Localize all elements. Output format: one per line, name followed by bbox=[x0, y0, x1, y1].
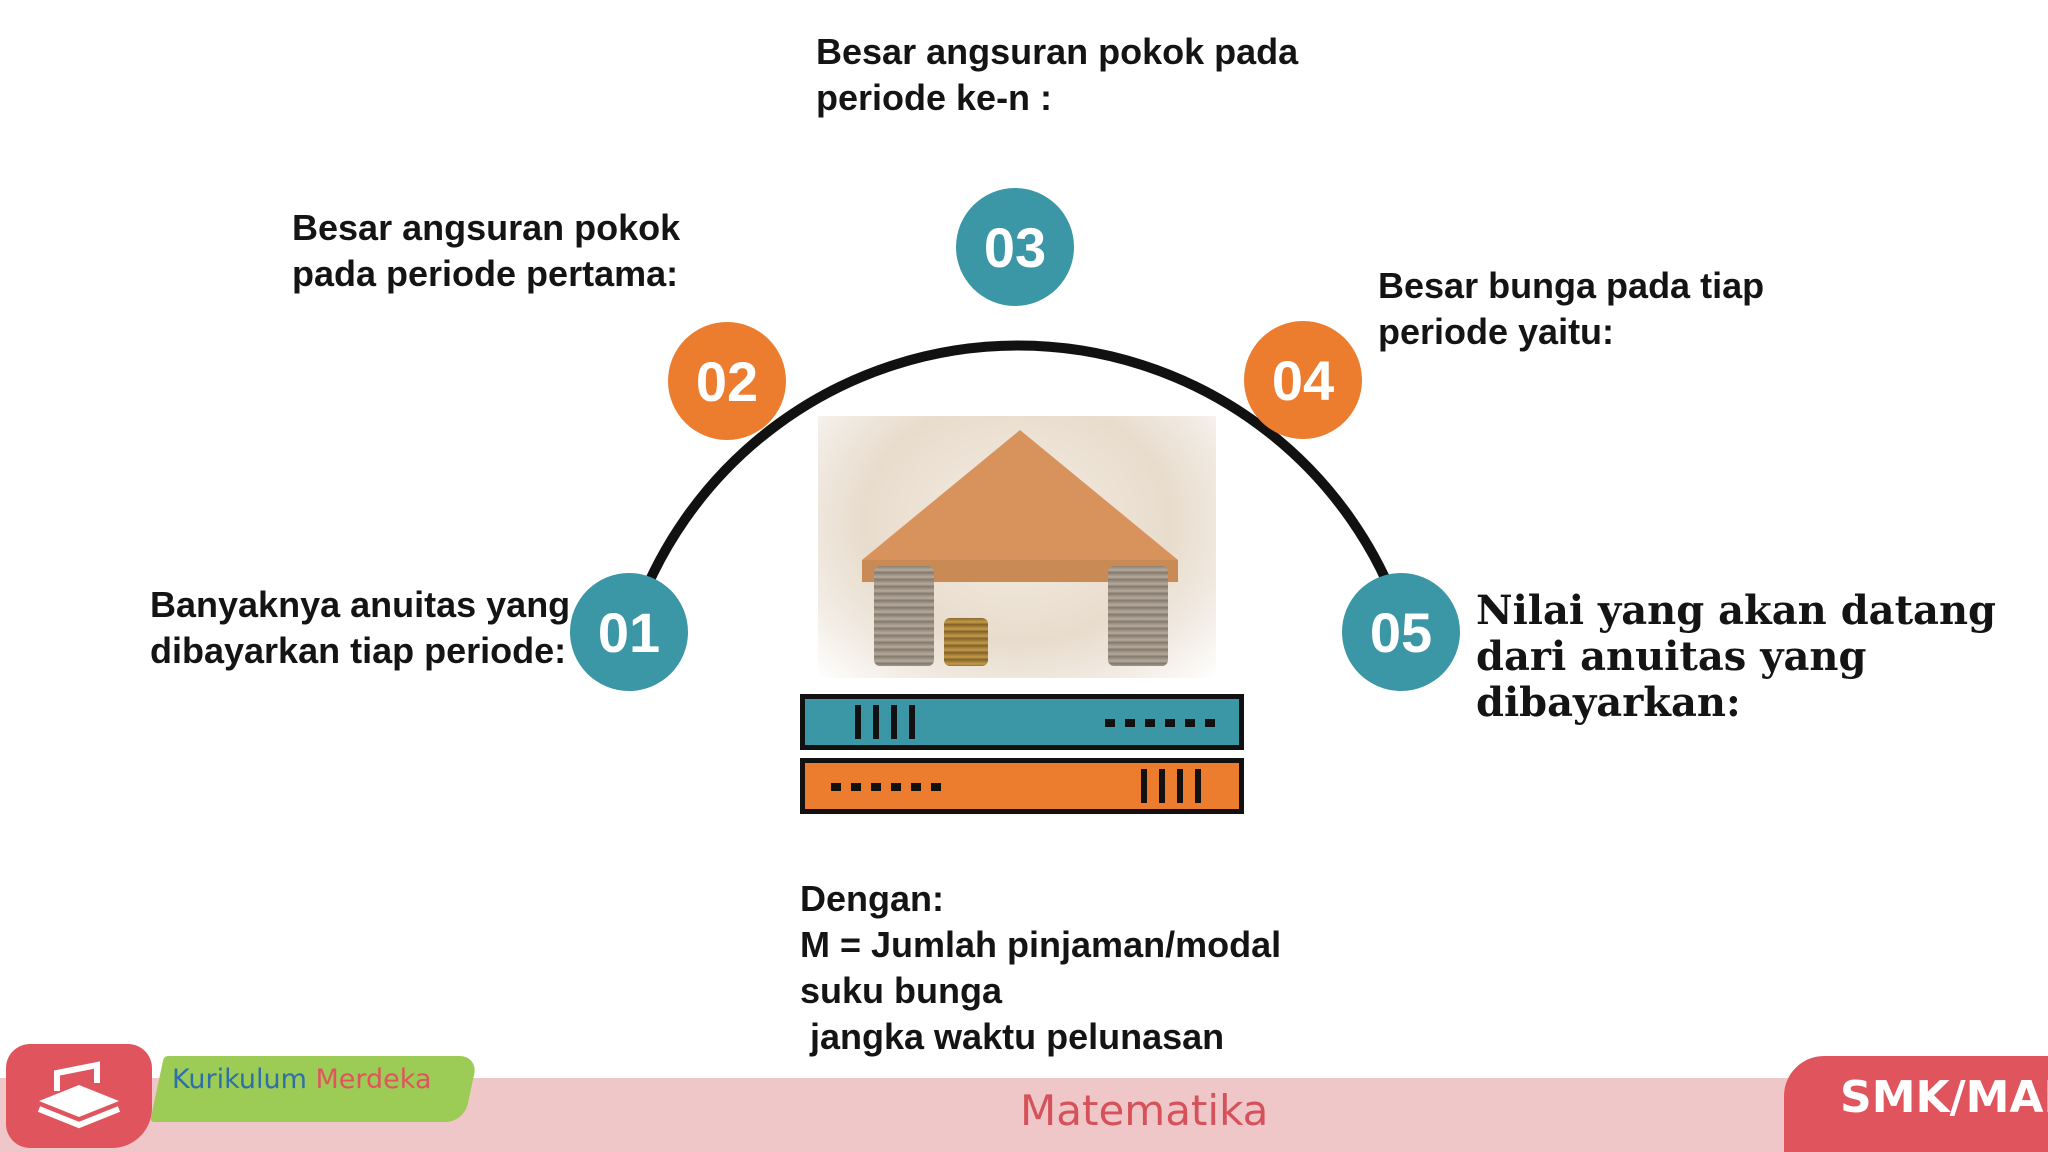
coin-stack-right bbox=[1108, 566, 1168, 666]
step-label-04: Besar bunga pada tiap periode yaitu: bbox=[1378, 263, 1764, 355]
step-label-05: Nilai yang akan datang dari anuitas yang… bbox=[1476, 588, 1996, 726]
step-label-01: Banyaknya anuitas yang dibayarkan tiap p… bbox=[150, 582, 571, 674]
banknote-roof bbox=[862, 430, 1178, 560]
notes-block: Dengan: M = Jumlah pinjaman/modal suku b… bbox=[800, 876, 1281, 1060]
step-circle-04: 04 bbox=[1244, 321, 1362, 439]
book-orange-icon bbox=[800, 758, 1244, 814]
notes-line-1: M = Jumlah pinjaman/modal bbox=[800, 924, 1282, 965]
step-circle-01: 01 bbox=[570, 573, 688, 691]
level-label: SMK/MAK bbox=[1840, 1072, 2048, 1123]
curriculum-word-1: Kurikulum bbox=[172, 1064, 307, 1095]
step-label-03-line-1: Besar angsuran pokok pada bbox=[816, 31, 1299, 72]
step-label-03: Besar angsuran pokok pada periode ke-n : bbox=[816, 29, 1298, 121]
notes-line-3: jangka waktu pelunasan bbox=[800, 1016, 1225, 1057]
notes-heading: Dengan: bbox=[800, 878, 944, 919]
curriculum-word-2: Merdeka bbox=[315, 1064, 432, 1095]
step-circle-03: 03 bbox=[956, 188, 1074, 306]
step-label-03-line-2: periode ke-n : bbox=[816, 77, 1053, 118]
banknote-edge bbox=[862, 560, 1178, 582]
step-label-04-line-2: periode yaitu: bbox=[1378, 311, 1615, 352]
step-label-02-line-2: pada periode pertama: bbox=[292, 253, 679, 294]
coin-stack-left bbox=[874, 566, 934, 666]
book-teal-icon bbox=[800, 694, 1244, 750]
money-house-photo bbox=[818, 416, 1216, 678]
step-label-04-line-1: Besar bunga pada tiap bbox=[1378, 265, 1765, 306]
step-label-01-line-1: Banyaknya anuitas yang bbox=[150, 584, 571, 625]
notes-line-2: suku bunga bbox=[800, 970, 1003, 1011]
curriculum-label: Kurikulum Merdeka bbox=[172, 1064, 432, 1095]
step-label-02: Besar angsuran pokok pada periode pertam… bbox=[292, 205, 680, 297]
step-label-01-line-2: dibayarkan tiap periode: bbox=[150, 630, 567, 671]
subject-label: Matematika bbox=[1020, 1086, 1269, 1135]
coin-stack-small bbox=[944, 618, 988, 666]
step-label-05-line-1: Nilai yang akan datang bbox=[1476, 587, 1997, 634]
step-circle-02: 02 bbox=[668, 322, 786, 440]
level-badge bbox=[1784, 1056, 2048, 1152]
step-label-02-line-1: Besar angsuran pokok bbox=[292, 207, 681, 248]
book-stack-logo-icon bbox=[6, 1044, 152, 1148]
step-label-05-line-2: dari anuitas yang bbox=[1476, 633, 1867, 680]
step-circle-05: 05 bbox=[1342, 573, 1460, 691]
step-label-05-line-3: dibayarkan: bbox=[1476, 679, 1741, 726]
